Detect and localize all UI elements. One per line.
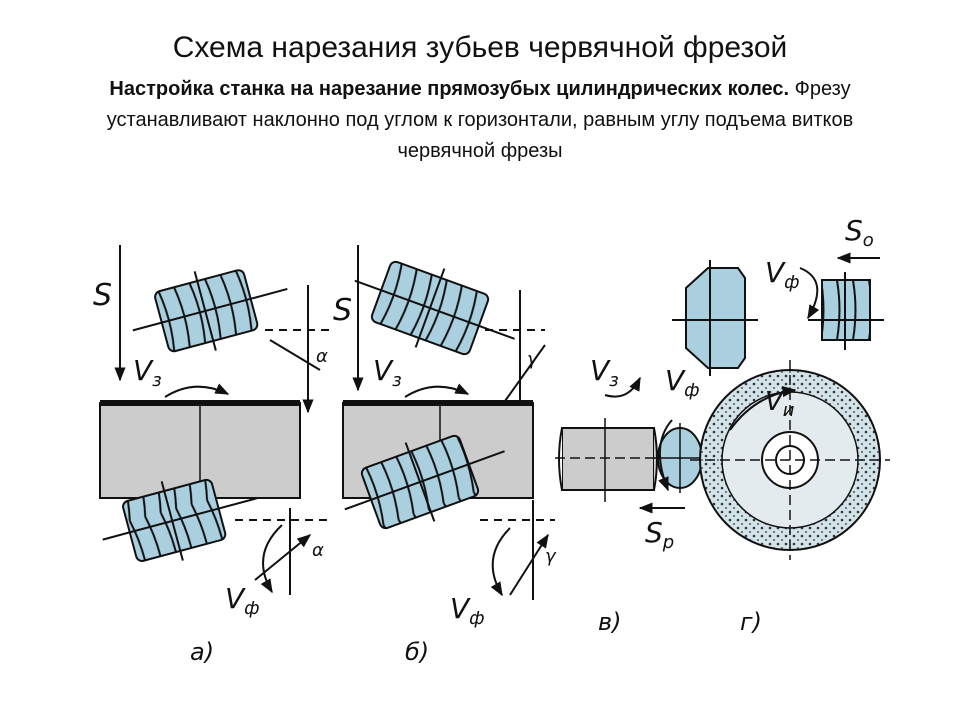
lower-angle-label-a: α: [312, 540, 324, 561]
vz-rotation-arrow-a: [164, 383, 230, 398]
vz-label-a: Vз: [133, 354, 162, 391]
slide-title: Схема нарезания зубьев червячной фрезой: [172, 31, 788, 64]
caption-g: г): [740, 608, 762, 636]
cutting-tool-wheel-g: [690, 360, 890, 560]
vf-label-v: Vф: [665, 364, 700, 401]
feed-label-b: S: [333, 293, 352, 328]
vf-rotation-arrow-g: [799, 267, 820, 320]
panel-a: S α Vз α Vф а): [93, 245, 330, 666]
vz-label-b: Vз: [373, 354, 402, 391]
gear-blank-g: [685, 267, 746, 369]
vz-rotation-arrow-b: [404, 383, 470, 398]
lower-angle-label-b: γ: [545, 546, 557, 567]
angle-label-b: γ: [527, 349, 539, 370]
angle-label-a: α: [316, 346, 328, 367]
so-label-g: Sо: [845, 214, 874, 251]
hobbing-diagram: S α Vз α Vф а) S: [93, 214, 890, 666]
subtitle-rest: Фрезу устанавливают наклонно под углом к…: [106, 78, 854, 162]
vf-label-a: Vф: [225, 582, 260, 619]
subtitle-bold: Настройка станка на нарезание прямозубых…: [109, 78, 790, 100]
caption-b: б): [405, 638, 429, 666]
vf-label-b: Vф: [450, 592, 485, 629]
panel-b: S γ Vз γ Vф б): [333, 245, 557, 666]
hob-side-g: [808, 272, 884, 350]
vf-rotation-arrow-a: [260, 524, 283, 594]
caption-v: в): [598, 608, 622, 636]
vf-label-g: Vф: [765, 256, 800, 293]
panel-v: Vз Vф Sр в): [555, 354, 706, 636]
slide-subtitle: Настройка станка на нарезание прямозубых…: [90, 74, 870, 167]
panel-g: Sо Vф Vи г): [672, 214, 890, 636]
sp-label-v: Sр: [645, 516, 674, 553]
workpiece-v: [561, 427, 655, 491]
lower-hob-a: [102, 478, 258, 562]
feed-label-a: S: [93, 278, 112, 313]
vz-label-v: Vз: [590, 354, 619, 391]
upper-hob-a: [132, 269, 288, 353]
incline-ref-a: [269, 339, 321, 371]
vz-rotation-arrow-v: [604, 376, 641, 398]
upper-hob-b: [354, 260, 515, 356]
caption-a: а): [190, 638, 214, 666]
lower-incline-ref-b: [509, 533, 549, 596]
vf-rotation-arrow-b: [490, 527, 511, 597]
lower-hob-b: [344, 434, 505, 530]
vf-rotation-arrow-v: [658, 419, 673, 492]
vi-rotation-arrow-g: [729, 386, 797, 431]
vi-label-g: Vи: [765, 387, 795, 421]
